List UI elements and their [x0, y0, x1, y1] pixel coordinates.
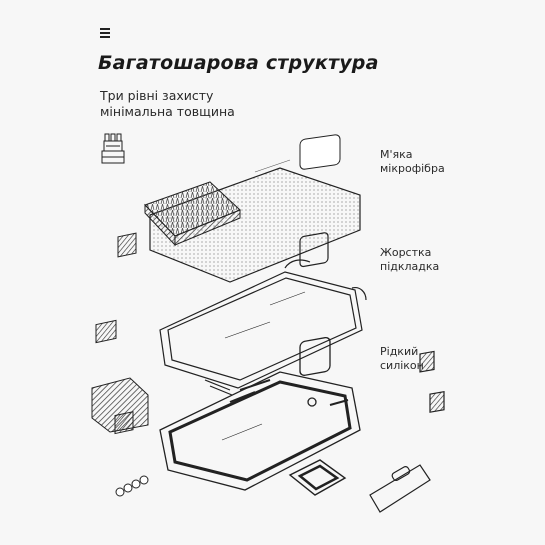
- silicone-layer: [159, 336, 361, 491]
- buttons-detail: [115, 475, 149, 497]
- layer-label-microfiber: М'яка мікрофібра: [380, 148, 445, 175]
- tower-icon: [101, 133, 125, 164]
- page-title: Багатошарова структура: [98, 52, 379, 74]
- hard-shell-layer: [159, 232, 367, 396]
- subtitle: Три рівні захисту мінімальна товщина: [100, 88, 235, 120]
- microfiber-layer: [144, 134, 361, 283]
- hamburger-menu-icon[interactable]: [100, 28, 110, 38]
- subtitle-line-1: Три рівні захисту: [100, 88, 214, 103]
- layer-label-hard-shell: Жорстка підкладка: [380, 246, 440, 273]
- bumper-detail: [91, 232, 149, 435]
- edge-profile-detail: [369, 350, 445, 513]
- layer-label-liquid-silicone: Рідкий силікон: [380, 345, 424, 372]
- camera-cutout-detail: [288, 459, 347, 496]
- subtitle-line-2: мінімальна товщина: [100, 104, 235, 119]
